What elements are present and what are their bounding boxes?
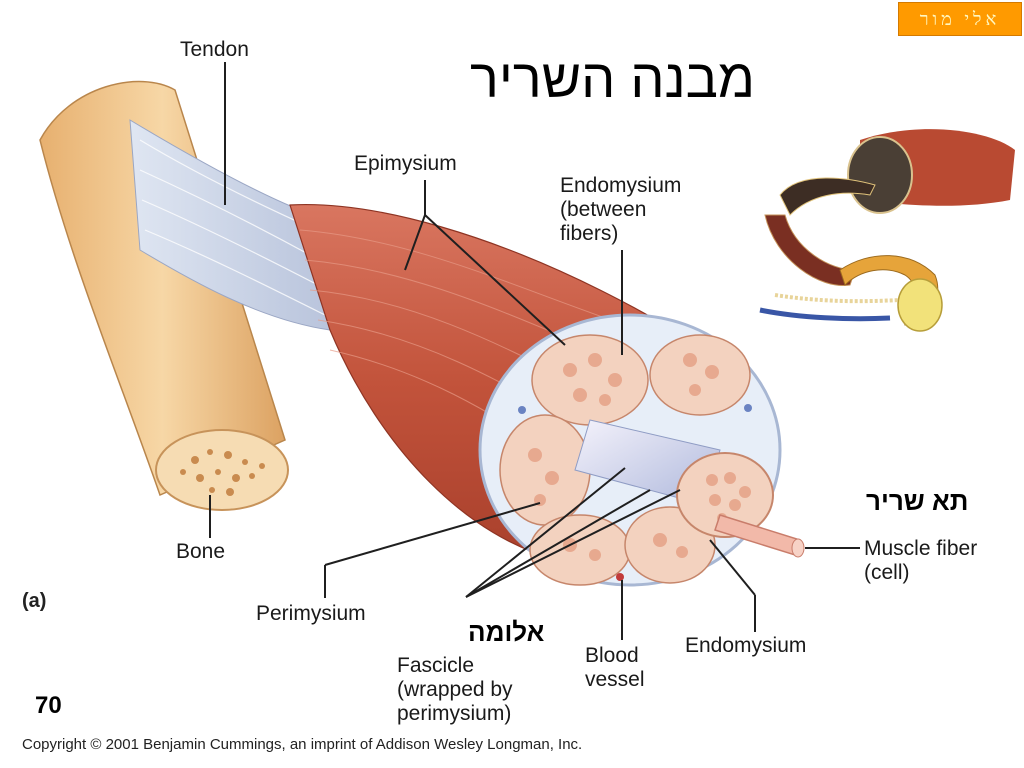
leader-lines bbox=[209, 62, 860, 640]
label-fascicle-line1: Fascicle bbox=[397, 654, 475, 677]
author-badge: אלי מור bbox=[898, 2, 1022, 36]
label-muscle-fiber-line2: (cell) bbox=[864, 561, 910, 584]
label-perimysium: Perimysium bbox=[256, 602, 366, 625]
panel-label: (a) bbox=[22, 590, 47, 612]
label-endomysium-between-line1: Endomysium bbox=[560, 174, 682, 197]
label-muscle-fiber-line1: Muscle fiber bbox=[864, 537, 978, 560]
label-blood-vessel-line2: vessel bbox=[585, 668, 645, 691]
slide-title: מבנה השריר bbox=[469, 49, 755, 109]
cross-section bbox=[478, 313, 805, 587]
label-fascicle-line3: perimysium) bbox=[397, 702, 512, 725]
inset-muscle-fiber-illustration bbox=[759, 129, 1015, 332]
author-badge-text: אלי מור bbox=[919, 8, 1001, 29]
label-endomysium: Endomysium bbox=[685, 634, 807, 657]
label-epimysium: Epimysium bbox=[354, 152, 457, 175]
label-tendon: Tendon bbox=[180, 38, 249, 61]
label-bone: Bone bbox=[176, 540, 226, 563]
fascicle-end bbox=[676, 452, 774, 538]
label-fascicle-line2: (wrapped by bbox=[397, 678, 513, 701]
label-blood-vessel-line1: Blood bbox=[585, 644, 639, 667]
page-number: 70 bbox=[35, 692, 62, 719]
label-endomysium-between-line3: fibers) bbox=[560, 222, 619, 245]
label-muscle-cell-hebrew: תא שריר bbox=[866, 486, 969, 516]
label-fascicle-hebrew: אלומה bbox=[468, 617, 545, 647]
bone-shape bbox=[39, 80, 289, 511]
label-endomysium-between-line2: (between bbox=[560, 198, 647, 221]
copyright-notice: Copyright © 2001 Benjamin Cummings, an i… bbox=[22, 736, 583, 753]
